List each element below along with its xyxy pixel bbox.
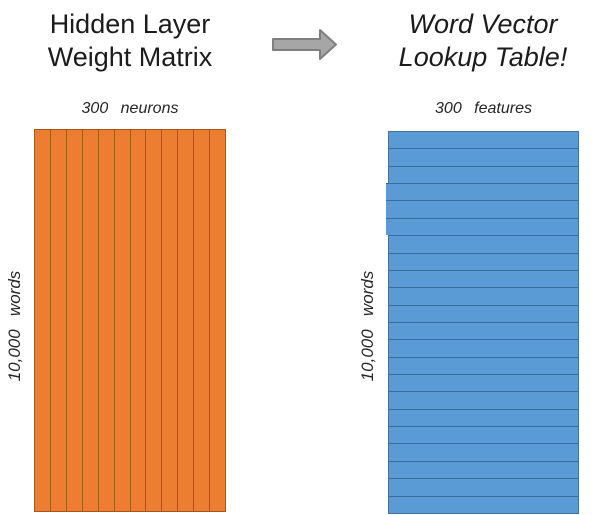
- right-arrow-icon: [271, 27, 339, 63]
- table-row: [389, 495, 578, 513]
- left-panel-title: Hidden Layer Weight Matrix: [10, 8, 250, 74]
- table-row: [389, 339, 578, 357]
- table-row: [389, 391, 578, 409]
- hidden-layer-weight-matrix: [34, 129, 226, 512]
- word-vector-lookup-table: [386, 131, 579, 514]
- right-table-side-label: 10,000 words: [358, 270, 377, 382]
- left-title-line2: Weight Matrix: [47, 42, 213, 72]
- matrix-column: [97, 130, 114, 511]
- table-row: [389, 408, 578, 427]
- matrix-column: [35, 130, 50, 511]
- table-row: [386, 183, 578, 201]
- matrix-column: [177, 130, 194, 511]
- right-arrow-svg: [272, 29, 337, 60]
- table-row: [389, 235, 578, 253]
- matrix-column: [49, 130, 66, 511]
- matrix-column: [209, 130, 226, 511]
- table-row: [389, 356, 578, 375]
- table-row: [389, 148, 578, 166]
- table-row: [389, 304, 578, 322]
- table-row: [389, 478, 578, 496]
- matrix-column: [113, 130, 130, 511]
- table-row: [389, 287, 578, 305]
- matrix-column: [161, 130, 178, 511]
- matrix-column: [145, 130, 162, 511]
- table-row: [386, 200, 578, 218]
- right-table-top-label: 300 features: [435, 100, 532, 117]
- left-matrix-side-label: 10,000 words: [5, 270, 24, 382]
- right-title-line1: Word Vector: [408, 9, 558, 39]
- table-row: [389, 269, 578, 288]
- matrix-column: [65, 130, 82, 511]
- table-row: [389, 443, 578, 461]
- table-row: [389, 460, 578, 479]
- matrix-column: [129, 130, 146, 511]
- table-row: [389, 374, 578, 392]
- matrix-column: [193, 130, 210, 511]
- table-row: [389, 132, 578, 149]
- table-row: [386, 217, 578, 236]
- table-row: [389, 426, 578, 444]
- left-title-line1: Hidden Layer: [49, 9, 211, 39]
- right-title-line2: Lookup Table!: [398, 42, 568, 72]
- table-row: [389, 165, 578, 184]
- matrix-column: [81, 130, 98, 511]
- table-row: [389, 321, 578, 340]
- table-row: [389, 252, 578, 270]
- left-matrix-top-label: 300 neurons: [81, 100, 179, 117]
- right-panel-title: Word Vector Lookup Table!: [363, 8, 600, 74]
